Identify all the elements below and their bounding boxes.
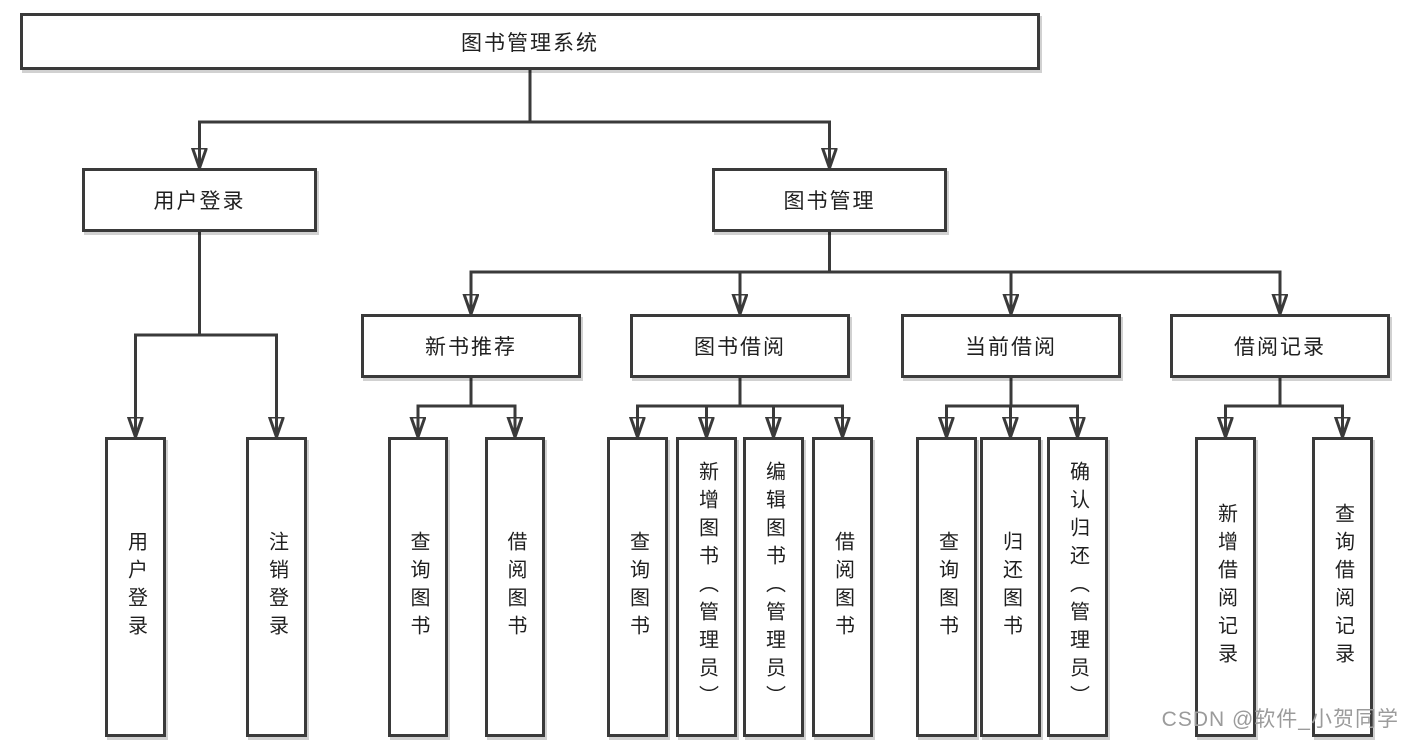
node-label: 当前借阅 xyxy=(965,336,1057,359)
leaf-label: 归还图书 xyxy=(999,531,1022,643)
node-user-login: 用户登录 xyxy=(82,168,317,232)
leaf-confirm-return-admin: 确认归还（管理员） xyxy=(1047,437,1108,737)
leaf-query-books-borrow: 查询图书 xyxy=(607,437,668,737)
node-book-borrowing: 图书借阅 xyxy=(630,314,850,378)
leaf-query-books-recommend: 查询图书 xyxy=(388,437,448,737)
leaf-logout: 注销登录 xyxy=(246,437,307,737)
leaf-label: 查询借阅记录 xyxy=(1331,503,1354,671)
leaf-return-books: 归还图书 xyxy=(980,437,1041,737)
node-label: 图书管理系统 xyxy=(461,31,599,55)
leaf-label: 新增借阅记录 xyxy=(1214,503,1237,671)
edge-book-mgmt-to-level3 xyxy=(471,230,1280,312)
node-library-management-system: 图书管理系统 xyxy=(20,13,1040,70)
edge-borrow-record-to-leaves xyxy=(1226,376,1343,435)
leaf-label: 借阅图书 xyxy=(504,531,526,643)
leaf-label: 查询图书 xyxy=(935,531,958,643)
edge-root-to-level2 xyxy=(200,68,830,166)
leaf-label: 查询图书 xyxy=(407,531,429,643)
leaf-query-borrow-record: 查询借阅记录 xyxy=(1312,437,1373,737)
leaf-add-books-admin: 新增图书（管理员） xyxy=(676,437,737,737)
leaf-user-login: 用户登录 xyxy=(105,437,166,737)
node-book-management: 图书管理 xyxy=(712,168,947,232)
node-current-borrowing: 当前借阅 xyxy=(901,314,1121,378)
leaf-label: 确认归还（管理员） xyxy=(1066,461,1089,713)
node-borrowing-records: 借阅记录 xyxy=(1170,314,1390,378)
leaf-label: 新增图书（管理员） xyxy=(695,461,718,713)
leaf-query-books-current: 查询图书 xyxy=(916,437,977,737)
node-new-book-recommendation: 新书推荐 xyxy=(361,314,581,378)
edge-current-borrow-to-leaves xyxy=(947,376,1078,435)
node-label: 借阅记录 xyxy=(1234,336,1326,359)
leaf-edit-books-admin: 编辑图书（管理员） xyxy=(743,437,804,737)
csdn-watermark: CSDN @软件_小贺同学 xyxy=(1161,708,1399,731)
leaf-label: 用户登录 xyxy=(124,531,147,643)
leaf-label: 查询图书 xyxy=(626,531,649,643)
leaf-add-borrow-record: 新增借阅记录 xyxy=(1195,437,1256,737)
node-label: 新书推荐 xyxy=(425,336,517,359)
node-label: 图书管理 xyxy=(783,190,876,213)
leaf-borrow-books-recommend: 借阅图书 xyxy=(485,437,545,737)
edge-book-borrow-to-leaves xyxy=(638,376,843,435)
node-label: 图书借阅 xyxy=(694,336,786,359)
leaf-label: 编辑图书（管理员） xyxy=(762,461,785,713)
edge-new-book-to-leaves xyxy=(418,376,515,435)
edge-user-login-to-leaves xyxy=(136,230,277,435)
node-label: 用户登录 xyxy=(153,190,246,213)
leaf-label: 借阅图书 xyxy=(831,531,854,643)
leaf-borrow-books: 借阅图书 xyxy=(812,437,873,737)
leaf-label: 注销登录 xyxy=(265,531,288,643)
